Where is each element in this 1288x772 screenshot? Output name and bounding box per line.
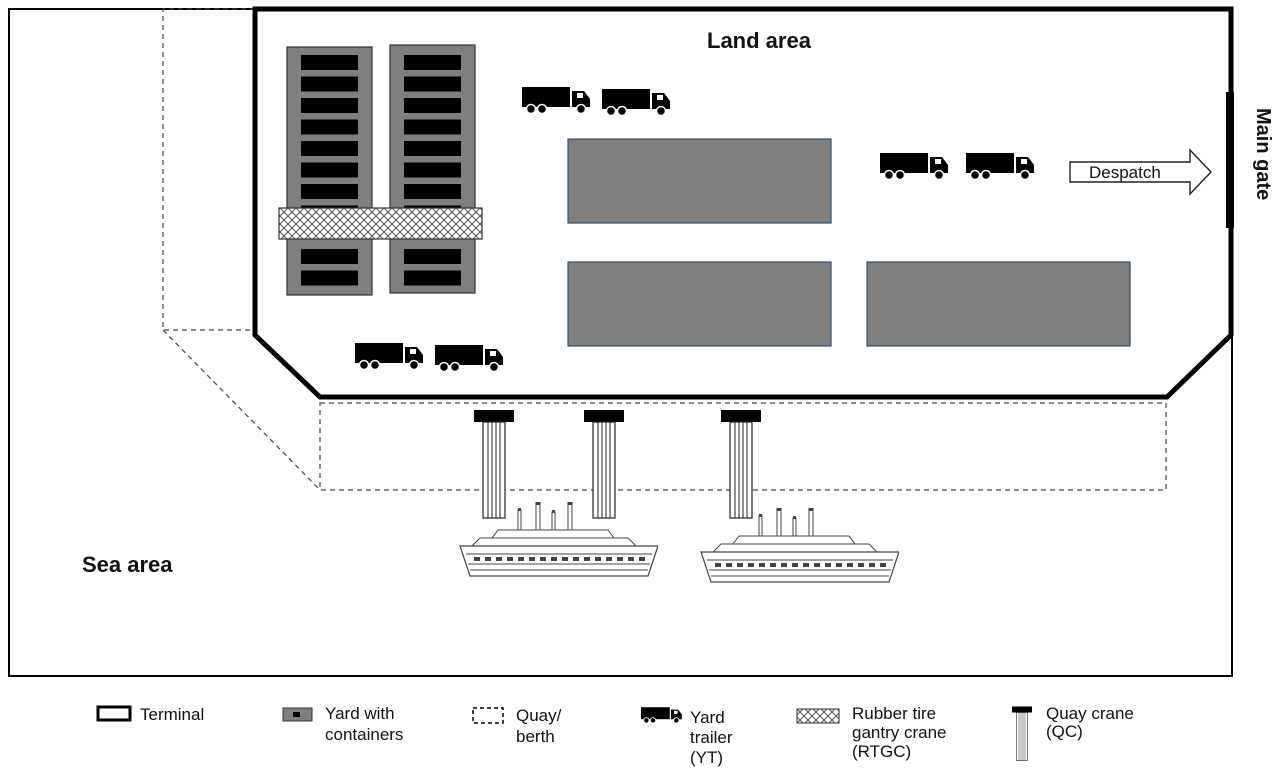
legend-terminal-swatch (96, 705, 132, 722)
legend-rtgc-label-3: (RTGC) (852, 742, 911, 761)
container (301, 141, 358, 156)
legend-yard-label-2: containers (325, 725, 403, 744)
legend-quay-label-1: Quay/ (516, 706, 562, 725)
container (404, 249, 461, 264)
legend-trailer-icon (641, 706, 683, 724)
container (301, 76, 358, 92)
container (301, 249, 358, 264)
legend-trailer-label-1: Yard (690, 708, 725, 727)
container (404, 270, 461, 286)
legend-yard-label-1: Yard with (325, 704, 395, 723)
container (301, 55, 358, 70)
legend-qc-label-2: (QC) (1046, 722, 1083, 741)
left-dashed-area (162, 8, 321, 491)
legend-quay-crane-icon (1012, 706, 1032, 761)
despatch-arrow (1069, 148, 1212, 196)
container (404, 119, 461, 135)
yard-block-3 (866, 261, 1131, 347)
container (301, 119, 358, 135)
legend-qc-label-1: Quay crane (1046, 704, 1134, 723)
container (404, 55, 461, 70)
legend-trailer-label-3: (YT) (690, 748, 723, 767)
legend-rtgc-label-2: gantry crane (852, 723, 947, 742)
container (301, 162, 358, 178)
legend-rtgc-swatch (796, 708, 840, 724)
container (301, 270, 358, 286)
legend-quay-swatch (472, 707, 504, 724)
yard-with-containers-left (286, 46, 373, 296)
legend-quay-label-2: berth (516, 727, 555, 746)
container (404, 98, 461, 113)
container (301, 98, 358, 113)
main-gate-label: Main gate (1252, 108, 1274, 200)
rubber-tire-gantry-crane (278, 207, 483, 240)
container (404, 141, 461, 156)
quay-berth (319, 402, 1167, 491)
yard-block-2 (567, 261, 832, 347)
container (404, 184, 461, 199)
land-area-label: Land area (707, 28, 812, 53)
despatch-label: Despatch (1089, 163, 1161, 182)
legend-terminal-label: Terminal (140, 705, 204, 724)
yard-with-containers-right (389, 44, 476, 294)
yard-block-1 (567, 138, 832, 224)
container (404, 76, 461, 92)
sea-area-label: Sea area (82, 552, 173, 577)
legend: Terminal Yard with containers Quay/ bert… (96, 704, 1134, 767)
legend-trailer-label-2: trailer (690, 728, 733, 747)
main-gate-bar (1226, 92, 1234, 228)
container (404, 162, 461, 178)
container (301, 184, 358, 199)
legend-rtgc-label-1: Rubber tire (852, 704, 936, 723)
